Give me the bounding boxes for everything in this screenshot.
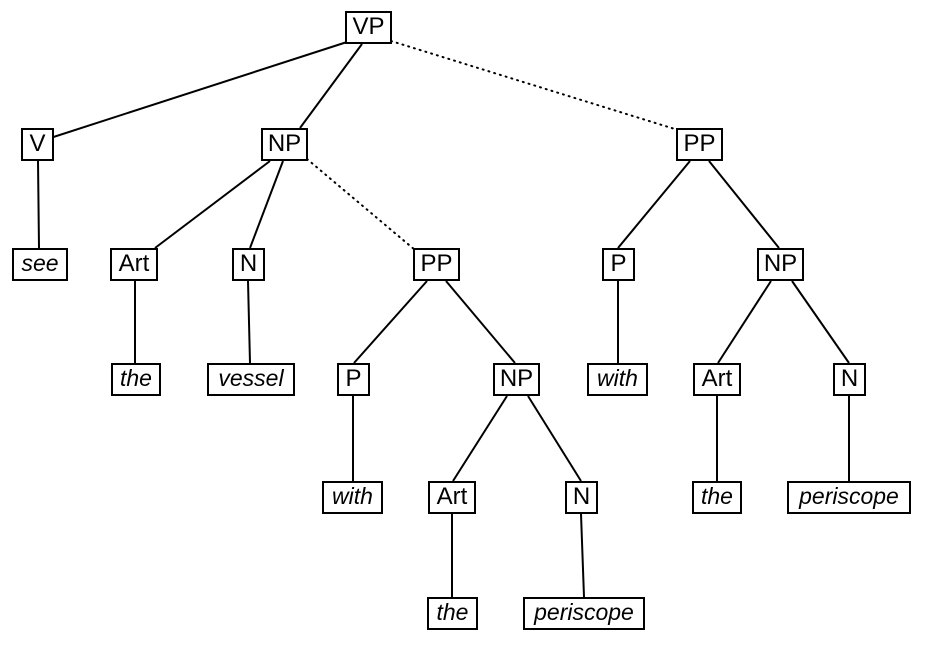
tree-edge-np1-to-pp-mid (306, 158, 416, 251)
tree-node-vessel[interactable]: vessel (207, 363, 295, 396)
leaf-word-label: with (597, 365, 638, 391)
tree-node-with-mid[interactable]: with (322, 481, 383, 514)
tree-node-the1[interactable]: the (111, 363, 161, 396)
category-label: NP (499, 364, 534, 392)
tree-node-peri-right[interactable]: periscope (787, 481, 911, 514)
category-label: PP (683, 129, 716, 157)
tree-edge-v-to-see (37, 160, 40, 249)
tree-edge-pp-mid-to-p-mid (353, 280, 428, 364)
tree-node-the-right[interactable]: the (692, 481, 742, 514)
tree-node-np-right[interactable]: NP (757, 248, 804, 281)
leaf-word-label: see (21, 250, 59, 276)
category-label: Art (436, 482, 468, 510)
tree-node-n1[interactable]: N (232, 248, 265, 281)
tree-edge-vp-to-pp-right (390, 40, 679, 131)
tree-edge-pp-mid-to-np-mid (445, 280, 516, 364)
category-label: N (239, 249, 258, 277)
leaf-word-label: with (332, 483, 373, 509)
tree-node-with-right[interactable]: with (587, 363, 648, 396)
tree-edge-vp-to-v (37, 41, 348, 143)
tree-node-np-mid[interactable]: NP (493, 363, 540, 396)
category-label: Art (118, 249, 150, 277)
tree-node-p-right[interactable]: P (602, 248, 635, 281)
tree-edge-vp-to-np1 (299, 43, 363, 129)
tree-node-art1[interactable]: Art (110, 248, 158, 281)
tree-edge-np-mid-to-art-mid (452, 395, 508, 482)
tree-node-vp[interactable]: VP (345, 11, 392, 44)
tree-node-v[interactable]: V (21, 128, 54, 161)
tree-node-pp-mid[interactable]: PP (413, 248, 460, 281)
tree-node-n-right[interactable]: N (833, 363, 866, 396)
leaf-word-label: periscope (799, 483, 899, 509)
tree-node-np1[interactable]: NP (261, 128, 308, 161)
category-label: P (345, 364, 362, 392)
tree-node-art-mid[interactable]: Art (428, 481, 476, 514)
leaf-word-label: periscope (534, 599, 634, 625)
tree-edge-np-right-to-art-right (717, 280, 772, 364)
leaf-word-label: vessel (218, 365, 284, 391)
tree-edge-np1-to-n1 (249, 160, 284, 249)
category-label: Art (701, 364, 733, 392)
tree-edge-pp-right-to-np-right (708, 160, 780, 249)
category-label: N (572, 482, 591, 510)
tree-edge-pp-right-to-p-right (617, 160, 691, 249)
leaf-word-label: the (120, 365, 152, 391)
category-label: NP (267, 129, 302, 157)
tree-node-see[interactable]: see (12, 248, 68, 281)
category-label: V (29, 129, 46, 157)
tree-node-the-mid[interactable]: the (427, 597, 478, 630)
leaf-word-label: the (701, 483, 733, 509)
tree-edge-n-mid-to-peri-mid (580, 513, 585, 598)
tree-edge-np-mid-to-n-mid (527, 395, 582, 482)
tree-node-pp-right[interactable]: PP (676, 128, 723, 161)
category-label: NP (763, 249, 798, 277)
tree-node-peri-mid[interactable]: periscope (523, 597, 645, 630)
tree-edge-np-right-to-n-right (791, 280, 850, 364)
category-label: P (610, 249, 627, 277)
leaf-word-label: the (436, 599, 469, 625)
category-label: VP (352, 12, 385, 40)
tree-node-art-right[interactable]: Art (693, 363, 741, 396)
tree-edge-n1-to-vessel (247, 280, 251, 364)
tree-node-n-mid[interactable]: N (565, 481, 598, 514)
tree-node-p-mid[interactable]: P (337, 363, 370, 396)
tree-edge-np1-to-art1 (154, 160, 271, 249)
category-label: N (840, 364, 859, 392)
category-label: PP (420, 249, 453, 277)
